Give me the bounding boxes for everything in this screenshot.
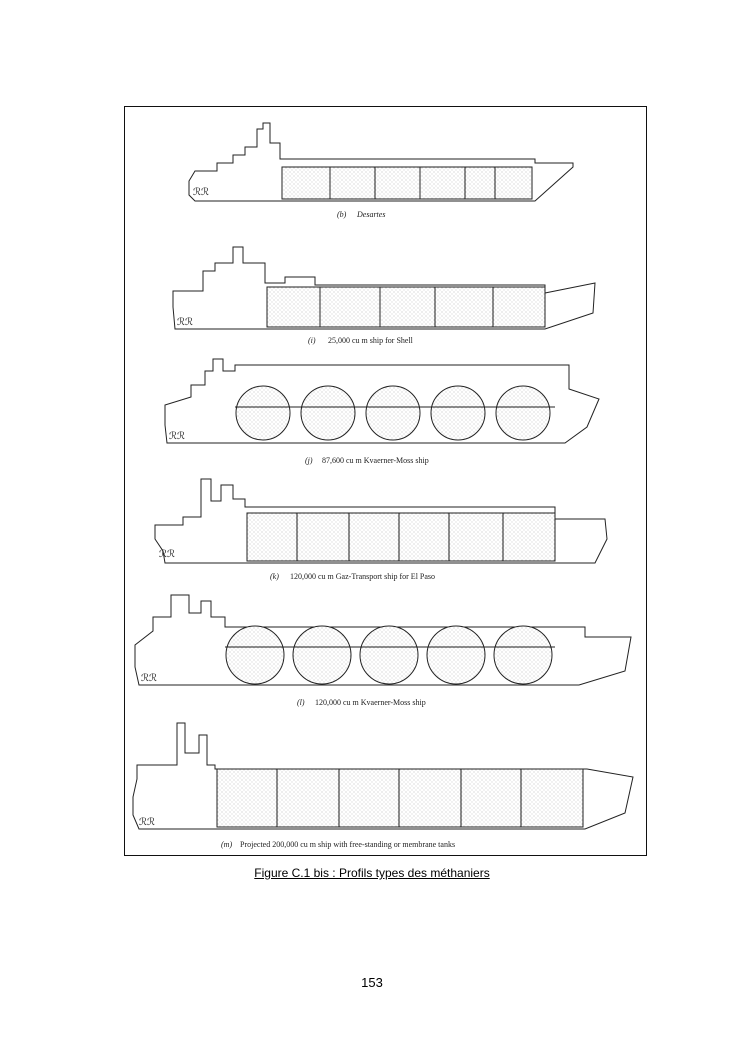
ship-m-caption: Projected 200,000 cu m ship with free-st… [240,840,455,849]
ship-b-caption: Desartes [356,210,385,219]
ship-j-letter: (j) [305,456,313,465]
figure-caption: Figure C.1 bis : Profils types des métha… [254,866,490,880]
svg-text:ℛℛ: ℛℛ [177,317,193,328]
ship-k-letter: (k) [270,572,279,581]
ship-l-letter: (l) [297,698,305,707]
ship-i-letter: (i) [308,336,316,345]
ship-k-caption: 120,000 cu m Gaz-Transport ship for El P… [290,572,435,581]
page-number: 153 [361,975,383,990]
ship-profile-k: ℛℛ [154,478,608,564]
svg-text:ℛℛ: ℛℛ [141,673,157,684]
ship-b-letter: (b) [337,210,347,219]
ship-profiles-drawing: ℛℛ (b) Desartes ℛℛ (i) 25,000 cu m ship … [132,122,634,849]
svg-text:ℛℛ: ℛℛ [139,817,155,828]
figure-frame: ℛℛ (b) Desartes ℛℛ (i) 25,000 cu m ship … [124,106,647,856]
ship-profile-l: ℛℛ [134,594,632,686]
ship-profile-b: ℛℛ [188,122,574,202]
ship-profile-m: ℛℛ [132,722,634,830]
ship-i-caption: 25,000 cu m ship for Shell [328,336,414,345]
ship-m-letter: (m) [221,840,232,849]
svg-text:ℛℛ: ℛℛ [169,431,185,442]
svg-text:ℛℛ: ℛℛ [159,549,175,560]
svg-text:ℛℛ: ℛℛ [193,187,209,198]
ship-j-caption: 87,600 cu m Kvaerner-Moss ship [322,456,429,465]
ship-l-caption: 120,000 cu m Kvaerner-Moss ship [315,698,426,707]
ship-profile-i: ℛℛ [172,246,596,330]
ship-profile-j: ℛℛ [164,358,600,444]
